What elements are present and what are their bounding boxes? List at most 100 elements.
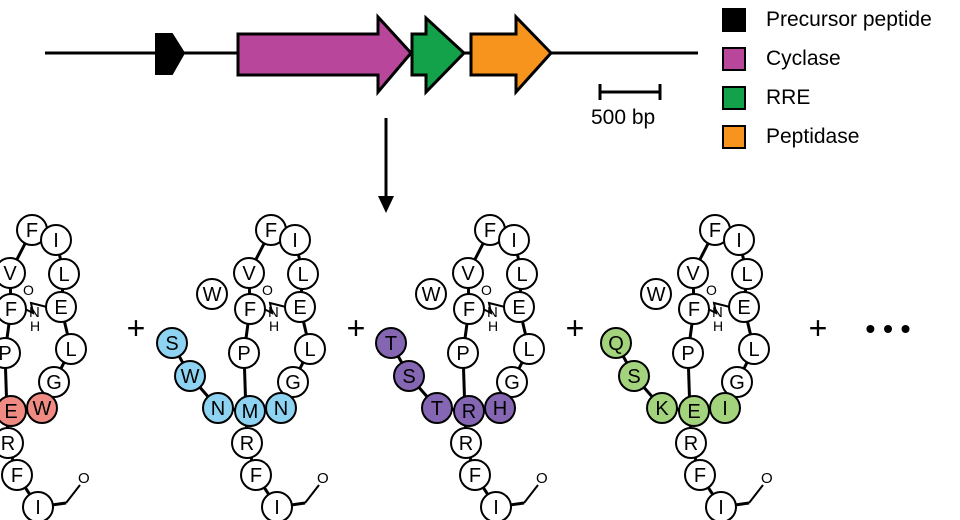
- residue-circle: [48, 258, 80, 290]
- residue-label: E: [293, 297, 306, 319]
- residue-circle: [174, 360, 206, 392]
- residue-circle: [506, 258, 538, 290]
- residue-circle: [646, 392, 678, 424]
- legend-item-peptidase: Peptidase: [722, 117, 960, 156]
- linker-n-label: N: [29, 304, 40, 321]
- residue-circle: [240, 459, 272, 491]
- residue-circle: [287, 258, 319, 290]
- residue-label: E: [54, 297, 67, 319]
- residue-label: E: [737, 297, 750, 319]
- residue-label: V: [461, 263, 475, 285]
- operators: ++++• • •: [127, 310, 911, 346]
- residue-label: L: [516, 264, 527, 286]
- residue-label: L: [304, 339, 315, 361]
- residue-circle: [728, 291, 760, 323]
- residue-label: S: [627, 366, 640, 388]
- residue-label: T: [385, 333, 397, 355]
- legend-swatch: [722, 46, 746, 71]
- residue-circle: [421, 392, 453, 424]
- residue-label: L: [297, 264, 308, 286]
- residue-circle: [453, 293, 485, 325]
- residue-label: G: [285, 372, 301, 394]
- residue-circle: [234, 293, 266, 325]
- residue-circle: [484, 392, 516, 424]
- isopeptide-linker: [20, 301, 48, 315]
- legend-item-precursor: Precursor peptide: [722, 0, 960, 39]
- residue-circle: [684, 459, 716, 491]
- linker-o-label: O: [262, 282, 273, 298]
- residue-circle: [0, 293, 27, 325]
- carboxyl-o-label: O: [78, 470, 90, 487]
- residue-label: P: [0, 343, 12, 365]
- isopeptide-linker: [703, 301, 731, 315]
- residue-circle: [234, 395, 266, 427]
- legend-swatch: [722, 124, 746, 149]
- peptidase-gene: [469, 13, 554, 96]
- residue-label: W: [203, 284, 222, 306]
- residue-label: F: [11, 465, 23, 487]
- residue-label: E: [687, 401, 700, 423]
- linker-n-label: N: [712, 304, 723, 321]
- residue-circle: [375, 327, 407, 359]
- linker-h-label: H: [30, 318, 40, 334]
- residue-label: G: [46, 372, 62, 394]
- residue-label: F: [709, 220, 721, 242]
- residue-label: S: [402, 366, 415, 388]
- carboxyl-bond: [523, 484, 539, 504]
- residue-circle: [265, 392, 297, 424]
- residue-circle: [452, 257, 484, 289]
- residue-circle: [447, 337, 479, 369]
- residue-label: E: [512, 297, 525, 319]
- residue-label: R: [240, 433, 254, 455]
- residue-circle: [675, 427, 707, 459]
- residue-label: W: [181, 366, 200, 388]
- residue-circle: [26, 392, 58, 424]
- residue-circle: [498, 224, 530, 256]
- residue-circle: [618, 360, 650, 392]
- carboxyl-o-label: O: [317, 470, 329, 487]
- plus-sign: +: [127, 310, 146, 346]
- legend-item-rre: RRE: [722, 78, 960, 117]
- residue-label: K: [655, 398, 669, 420]
- residue-circle: [279, 224, 311, 256]
- carboxyl-o-label: O: [761, 470, 773, 487]
- residue-circle: [672, 337, 704, 369]
- residue-circle: [228, 337, 260, 369]
- residue-circle: [0, 337, 21, 369]
- residue-label: I: [53, 230, 59, 252]
- residue-circle: [453, 395, 485, 427]
- residue-circle: [55, 333, 87, 365]
- residue-circle: [640, 278, 672, 310]
- residue-label: F: [5, 299, 17, 321]
- residue-label: P: [456, 343, 469, 365]
- residue-label: F: [688, 299, 700, 321]
- residue-label: F: [250, 465, 262, 487]
- residue-label: S: [165, 333, 178, 355]
- residue-circle: [459, 459, 491, 491]
- residue-circle: [40, 224, 72, 256]
- residue-circle: [261, 491, 293, 520]
- residue-label: F: [265, 220, 277, 242]
- residue-circle: [0, 427, 24, 459]
- legend-swatch: [722, 85, 746, 110]
- legend-label: Precursor peptide: [766, 7, 932, 31]
- residue-label: T: [431, 398, 443, 420]
- residue-circle: [196, 278, 228, 310]
- residue-label: F: [26, 220, 38, 242]
- ellipsis: • • •: [866, 313, 911, 344]
- linker-n-label: N: [487, 304, 498, 321]
- residue-label: F: [469, 465, 481, 487]
- residue-label: P: [681, 343, 694, 365]
- legend-label: Cyclase: [766, 46, 841, 70]
- linker-h-label: H: [713, 318, 723, 334]
- residue-circle: [709, 392, 741, 424]
- legend-swatch: [722, 7, 746, 32]
- linker-h-label: H: [488, 318, 498, 334]
- residue-circle: [705, 491, 737, 520]
- linker-h-label: H: [269, 318, 279, 334]
- carboxyl-o-label: O: [536, 470, 548, 487]
